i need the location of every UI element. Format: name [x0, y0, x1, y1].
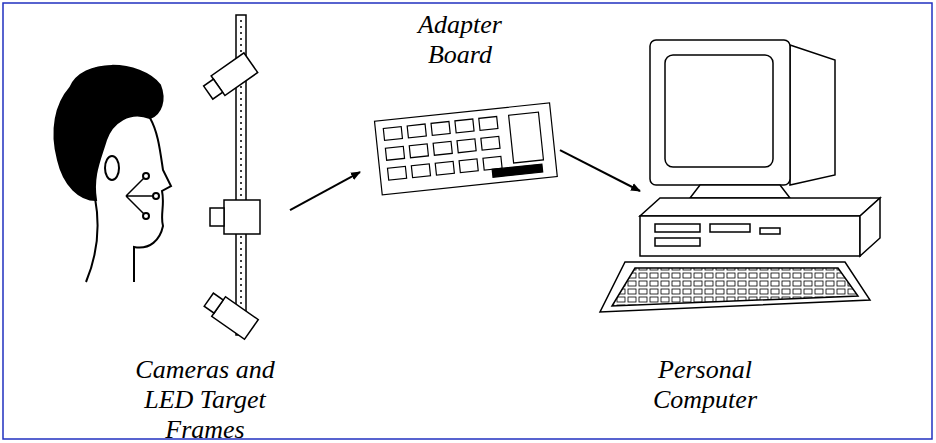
chip — [457, 139, 476, 153]
chip — [431, 122, 450, 136]
adapter-board-group: Adapter Board — [360, 10, 560, 195]
chip — [479, 117, 498, 131]
camera-pole — [201, 15, 260, 339]
head-figure — [54, 66, 171, 282]
chip — [459, 159, 478, 173]
personal-computer — [600, 40, 880, 312]
chip — [387, 166, 406, 180]
node-label: Cameras and LED Target Frames — [115, 355, 295, 443]
node-label: Personal Computer — [640, 355, 770, 415]
chip — [385, 146, 404, 160]
adapter-board — [375, 103, 558, 195]
chip — [435, 161, 454, 175]
chip — [455, 119, 474, 133]
node-label: Adapter Board — [400, 10, 520, 70]
chip — [407, 124, 426, 138]
camera-group: Cameras and LED Target Frames — [40, 15, 290, 425]
chip — [433, 141, 452, 155]
computer-group: Personal Computer — [640, 35, 885, 425]
chip — [383, 127, 402, 141]
chip — [411, 164, 430, 178]
arrow-connector — [290, 172, 360, 210]
chip — [409, 144, 428, 158]
chip — [481, 136, 500, 150]
arrow-connector — [560, 150, 640, 191]
